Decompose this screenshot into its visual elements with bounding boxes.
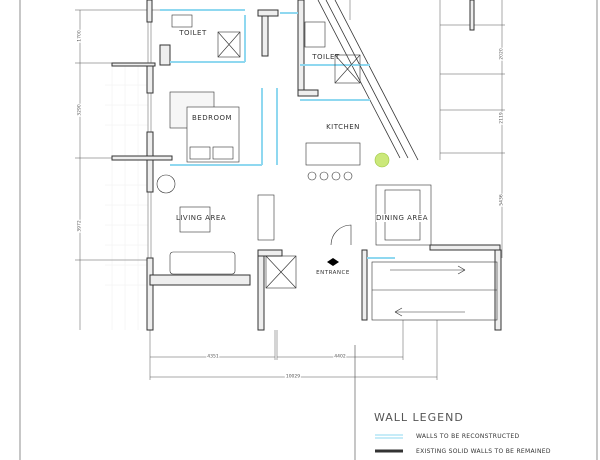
- armchair: [156, 174, 176, 194]
- room-label-toilet-right: TOILET: [312, 53, 340, 61]
- room-label-kitchen: KITCHEN: [326, 123, 360, 131]
- dim-bottom-total: 10029: [284, 374, 302, 380]
- furniture: [156, 14, 432, 289]
- dim-right-2: 2119: [499, 111, 505, 125]
- entrance-door: [330, 224, 352, 246]
- dimension-lines-right: [349, 0, 505, 258]
- staircase: [371, 261, 498, 321]
- pillow: [189, 146, 211, 160]
- dim-bottom-2: 4402: [333, 354, 347, 360]
- toilet-right-shower: [334, 54, 361, 84]
- dimension-lines-bottom: [149, 320, 438, 380]
- room-label-entrance: ENTRANCE: [316, 270, 350, 276]
- sheet-frame: [19, 0, 598, 460]
- legend-item-existing: EXISTING SOLID WALLS TO BE REMAINED: [416, 448, 551, 455]
- toilet-right-wc: [304, 21, 326, 48]
- coffee-table: [179, 206, 211, 233]
- dim-left-3: 3972: [77, 219, 83, 233]
- dim-bottom-1: 4351: [206, 354, 220, 360]
- reconstructed-walls: [160, 9, 395, 259]
- room-label-bedroom: BEDROOM: [191, 114, 233, 122]
- kitchen-island: [305, 142, 361, 166]
- entrance-arrow-right-icon: [333, 258, 339, 266]
- entrance-arrow-left-icon: [327, 258, 333, 266]
- dim-right-1: 2020: [499, 47, 505, 61]
- legend-swatches: [375, 434, 403, 453]
- diagonal-wall: [317, 0, 419, 161]
- dim-left-2: 3290: [77, 103, 83, 117]
- toilet-left-sink: [171, 14, 193, 28]
- dim-right-3: 5436: [499, 193, 505, 207]
- entry-closet: [265, 255, 297, 289]
- window-lines: [147, 22, 152, 258]
- legend-item-reconstructed: WALLS TO BE RECONSTRUCTED: [416, 433, 520, 440]
- room-label-dining-area: DINING AREA: [375, 214, 429, 222]
- balcony-grid-left: [105, 65, 148, 330]
- dim-left-1: 1700: [77, 29, 83, 43]
- sofa: [169, 251, 236, 275]
- room-label-toilet-left: TOILET: [179, 29, 207, 37]
- side-unit: [257, 194, 275, 241]
- toilet-left-shower: [217, 31, 241, 58]
- existing-walls: [111, 0, 502, 331]
- pillow: [212, 146, 234, 160]
- legend-title: WALL LEGEND: [374, 411, 464, 424]
- plant-icon: [374, 152, 390, 168]
- room-label-living-area: LIVING AREA: [175, 214, 227, 222]
